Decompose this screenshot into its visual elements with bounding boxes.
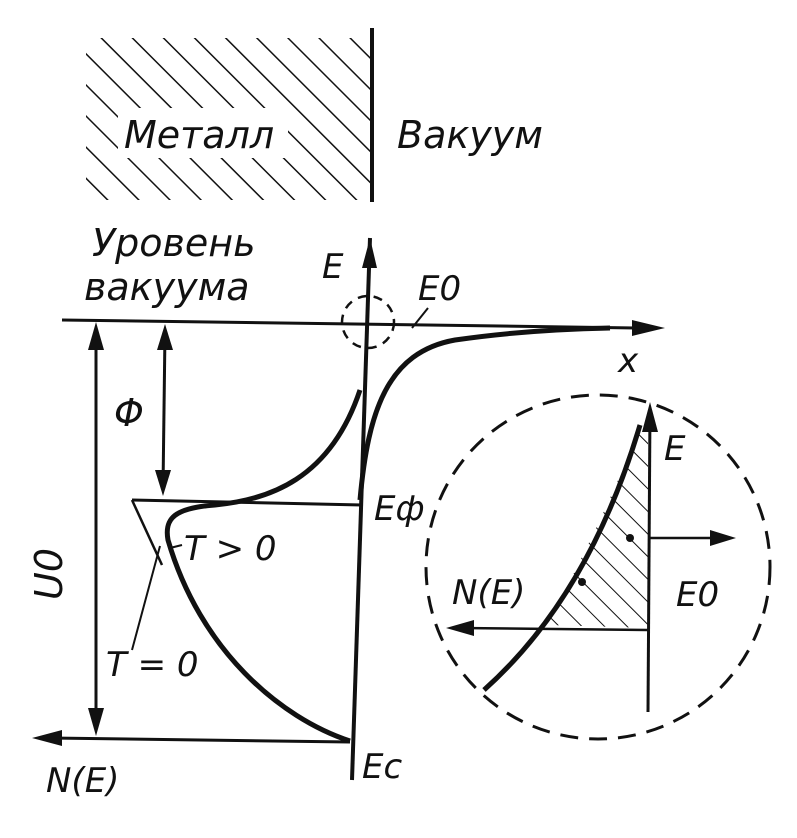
inset-point-upper [626, 534, 634, 542]
ec-line [49, 736, 351, 744]
fermi-level-line [131, 498, 363, 507]
inset-energy-arrow [642, 402, 658, 432]
inset-energy-axis [646, 407, 652, 713]
energy-axis-arrow [362, 238, 377, 268]
density-curve-t-positive [164, 389, 363, 744]
inset-density-arrow [446, 620, 474, 636]
vacuum-level-label-line2: вакуума [84, 265, 250, 309]
e0-label: E0 [418, 269, 461, 309]
barrier-curve [357, 325, 611, 501]
t-zero-label: T = 0 [106, 645, 199, 685]
t-zero-leader-line [131, 545, 161, 651]
u0-label: U0 [27, 548, 71, 600]
metal-region: Металл [86, 28, 374, 202]
work-function-dimension: Φ [114, 324, 173, 496]
phi-arrow-line [161, 331, 167, 489]
ec-label: Ec [362, 747, 402, 787]
vacuum-label: Вакуум [397, 113, 543, 157]
energy-axis-line [350, 237, 372, 781]
inset-zoom: E N(E) E0 [424, 393, 772, 741]
inset-e0-label: E0 [676, 575, 719, 615]
vacuum-level-axis-line [61, 318, 641, 330]
e0-leader-line [411, 307, 429, 329]
density-axis-label: N(E) [46, 761, 119, 801]
inset-density-line [459, 626, 649, 632]
metal-label: Металл [124, 113, 274, 157]
x-axis-label: x [617, 341, 639, 381]
vacuum-level-line: x E0 [61, 269, 665, 381]
zoom-marker-circle [340, 294, 396, 350]
phi-arrow-top [157, 324, 173, 350]
inset-energy-label: E [664, 429, 686, 469]
phi-label: Φ [114, 391, 144, 435]
inset-density-curve [482, 424, 643, 692]
inset-density-label: N(E) [452, 573, 525, 613]
inset-point-lower [578, 578, 586, 586]
inset-circle [424, 393, 772, 741]
energy-axis: E [322, 237, 377, 781]
inset-tail-arrow [710, 530, 736, 546]
density-axis-arrow [32, 730, 62, 746]
t-positive-leader-line [169, 544, 183, 549]
t-positive-label: T > 0 [184, 529, 277, 569]
x-axis-arrow [632, 320, 665, 336]
fermi-level-label: Eф [374, 489, 425, 529]
u0-arrow-bottom [88, 708, 104, 736]
band-bottom-line: N(E) Ec [32, 730, 402, 801]
u0-arrow-top [88, 322, 104, 350]
vacuum-level-label-line1: Уровень [92, 221, 256, 265]
phi-arrow-bottom [155, 470, 171, 496]
u0-dimension: U0 [27, 322, 104, 736]
energy-axis-label: E [322, 247, 344, 287]
metal-label-backdrop [118, 108, 288, 158]
